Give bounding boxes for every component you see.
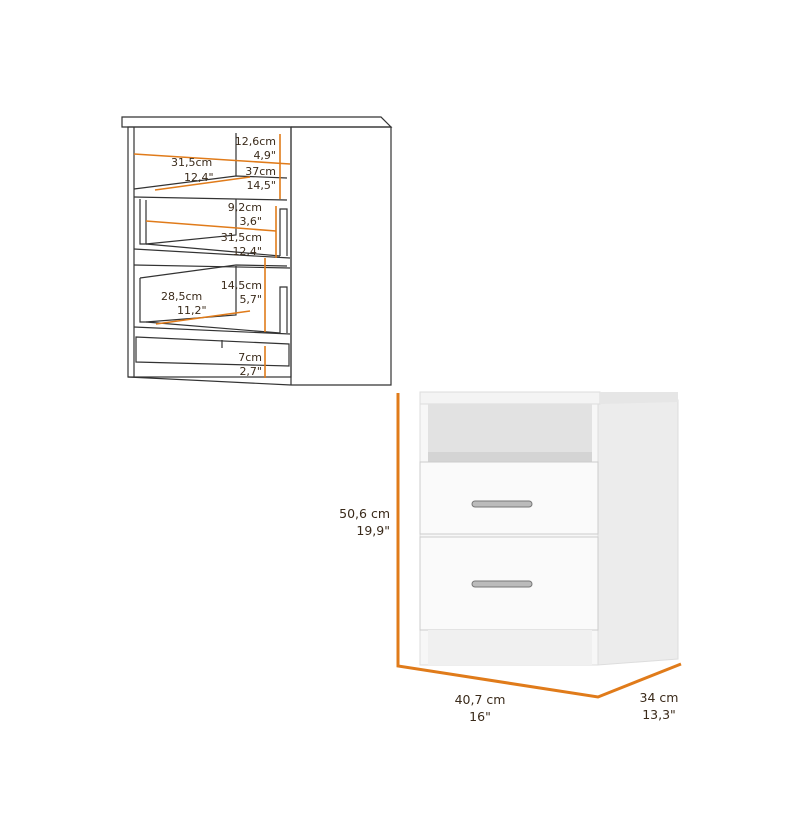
nightstand-render xyxy=(419,391,679,666)
schematic-base xyxy=(135,336,290,367)
depth-cm: 37cm xyxy=(245,165,276,178)
drawer2-height-in: 5,7" xyxy=(239,293,262,306)
schematic-edge xyxy=(127,376,292,386)
depth-cm: 34 cm xyxy=(640,690,679,705)
height-in: 19,9" xyxy=(356,523,390,538)
nightstand-top-front xyxy=(419,391,601,405)
drawer1-height-cm: 9,2cm xyxy=(228,201,262,214)
top-drawer-handle xyxy=(471,500,533,508)
inner-width-cm: 31,5cm xyxy=(171,156,212,169)
product-dimension-lines xyxy=(396,393,682,699)
open-shelf xyxy=(428,404,592,460)
bottom-drawer-handle xyxy=(471,580,533,588)
schematic-drawing xyxy=(121,116,393,386)
top-shelf-height-cm: 12,6cm xyxy=(235,135,276,148)
depth-in: 13,3" xyxy=(642,707,676,722)
drawer2-depth-line xyxy=(155,310,251,325)
shelf-floor xyxy=(428,452,592,462)
nightstand-base xyxy=(428,630,592,665)
schematic-shelf xyxy=(133,175,288,190)
drawer2-depth-cm: 28,5cm xyxy=(161,290,202,303)
top-drawer xyxy=(419,461,599,535)
nightstand-side xyxy=(597,399,679,666)
schematic-top xyxy=(121,116,393,128)
schematic-dimension-lines xyxy=(133,134,291,378)
schematic-labels: 12,6cm 4,9" 31,5cm 12,4" 37cm 14,5" 9,2c… xyxy=(161,135,276,378)
depth-in: 14,5" xyxy=(246,179,276,192)
base-height-cm: 7cm xyxy=(238,351,262,364)
product-dimension-guide xyxy=(396,393,682,699)
drawer1-width-in: 12,4" xyxy=(232,245,262,258)
height-cm: 50,6 cm xyxy=(339,506,390,521)
top-shelf-height-in: 4,9" xyxy=(253,149,276,162)
depth-line xyxy=(154,176,251,191)
drawer2-height-cm: 14,5cm xyxy=(221,279,262,292)
schematic-shelf xyxy=(133,196,288,201)
width-cm: 40,7 cm xyxy=(455,692,506,707)
nightstand-top-side xyxy=(600,392,678,404)
inner-width-in: 12,4" xyxy=(184,171,214,184)
base-height-in: 2,7" xyxy=(239,365,262,378)
schematic-drawer-1 xyxy=(133,199,291,259)
drawer1-height-in: 3,6" xyxy=(239,215,262,228)
drawer2-depth-in: 11,2" xyxy=(177,304,207,317)
drawer1-width-line xyxy=(145,220,277,232)
width-in: 16" xyxy=(469,709,491,724)
schematic-side-panel xyxy=(291,126,392,386)
schematic-drawer-2 xyxy=(133,264,291,335)
inner-width-line xyxy=(133,153,291,165)
product-labels: 50,6 cm 19,9" 40,7 cm 16" 34 cm 13,3" xyxy=(339,506,678,724)
drawer1-width-cm: 31,5cm xyxy=(221,231,262,244)
